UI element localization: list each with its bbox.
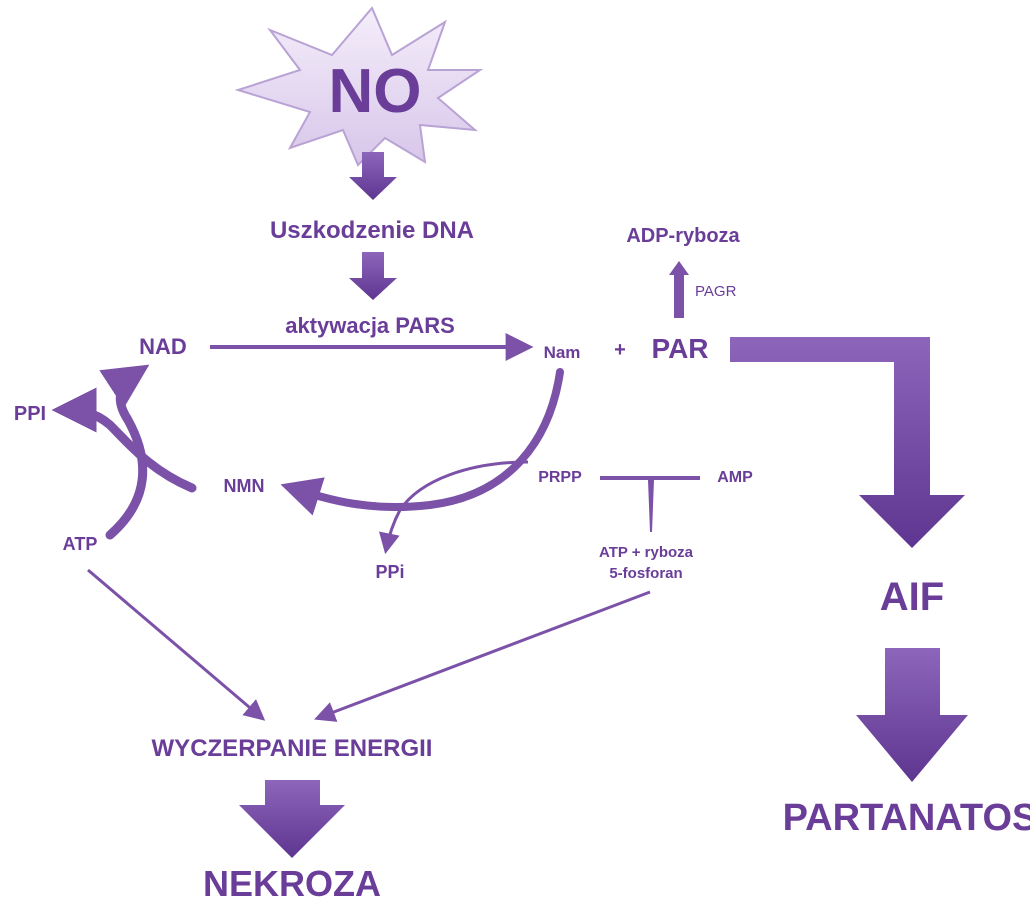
arrow-nmn-to-ppi	[51, 387, 197, 493]
necrosis-label: NEKROZA	[203, 863, 381, 904]
starburst-shape	[234, 6, 484, 167]
arrow-atp-to-nad	[99, 364, 150, 540]
prpp-amp-bar	[600, 476, 700, 480]
arrow-atp-to-energy	[87, 568, 266, 721]
prpp-amp-junction	[648, 480, 654, 532]
atp-ribose-line2: 5-fosforan	[609, 565, 682, 582]
arrow-dna-to-pars	[349, 252, 397, 300]
nam-label: Nam	[544, 343, 581, 362]
par-label: PAR	[651, 333, 708, 364]
energy-depletion-label: WYCZERPANIE ENERGII	[152, 735, 433, 762]
prpp-label: PRPP	[538, 469, 582, 486]
parthanatos-label: PARTANATOS	[783, 797, 1030, 839]
amp-label: AMP	[717, 469, 753, 486]
nad-label: NAD	[139, 334, 187, 359]
dna-damage-label: Uszkodzenie DNA	[270, 217, 474, 244]
no-label: NO	[329, 57, 422, 126]
nmn-label: NMN	[224, 476, 265, 496]
arrow-nam-to-nmn	[280, 368, 564, 516]
aif-label: AIF	[880, 575, 944, 619]
pars-activation-label: aktywacja PARS	[285, 313, 455, 338]
ppi-left-label: PPI	[14, 403, 46, 425]
atp-label: ATP	[63, 534, 98, 554]
arrow-energy-to-necrosis	[239, 780, 345, 858]
arrow-par-to-aif	[730, 337, 965, 548]
atp-ribose-line1: ATP + ryboza	[599, 544, 694, 561]
arrow-aif-to-parthanatos	[856, 648, 968, 782]
adp-ribose-label: ADP-ryboza	[626, 225, 740, 247]
no-starburst: NO	[234, 6, 484, 167]
ppi-center-label: PPi	[375, 562, 404, 582]
arrow-no-to-dna	[349, 152, 397, 200]
plus-sign: +	[614, 339, 626, 361]
arrow-par-to-adp	[669, 261, 689, 318]
pagr-label: PAGR	[695, 283, 737, 300]
arrow-ribose-to-energy	[314, 590, 651, 722]
arrow-prpp-to-ppi	[379, 460, 529, 555]
